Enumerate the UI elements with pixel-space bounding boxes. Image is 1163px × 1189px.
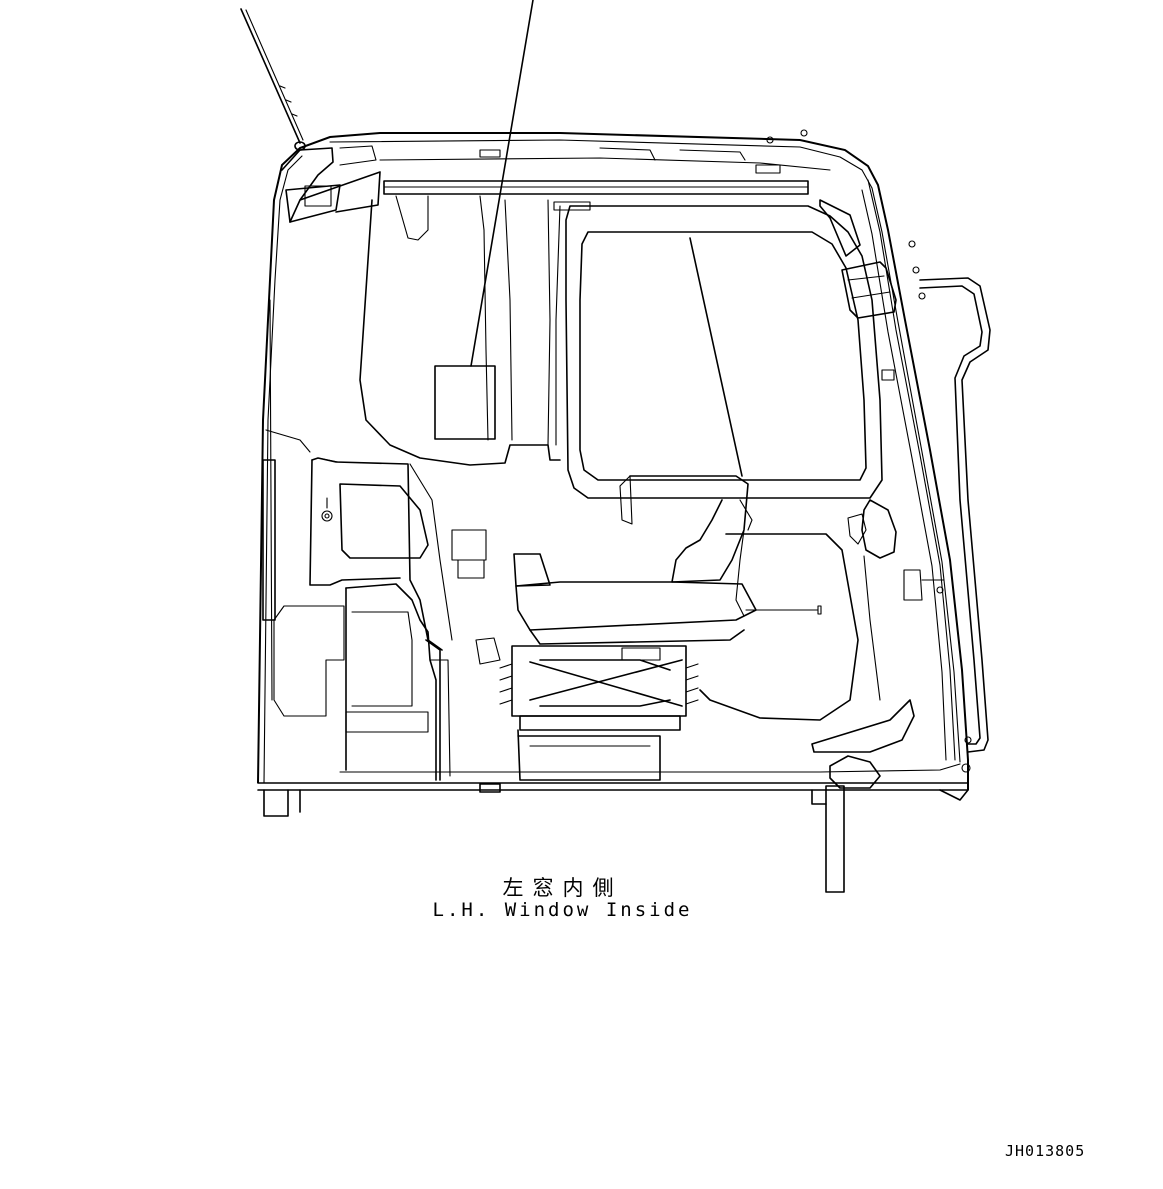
lower-control-box bbox=[273, 583, 451, 781]
window-frame bbox=[553, 201, 883, 499]
right-levers bbox=[811, 499, 945, 789]
inner-trim-panel bbox=[359, 195, 561, 466]
caption-english: L.H. Window Inside bbox=[432, 899, 693, 921]
leader-line bbox=[470, 0, 534, 367]
seat-suspension bbox=[475, 637, 699, 781]
floor-rails bbox=[257, 763, 969, 893]
wiper-line bbox=[689, 237, 743, 477]
drawing-number: JH013805 bbox=[1005, 1142, 1086, 1160]
caption-japanese: 左窓内側 bbox=[502, 876, 623, 900]
dome-light bbox=[281, 145, 381, 223]
handrail bbox=[819, 199, 897, 381]
antenna bbox=[240, 8, 306, 151]
operator-seat bbox=[513, 475, 859, 721]
decal-location bbox=[434, 365, 496, 440]
left-pillar bbox=[262, 299, 311, 701]
left-console bbox=[309, 457, 487, 651]
outside-handrail bbox=[908, 240, 991, 773]
roof-header bbox=[379, 129, 831, 195]
